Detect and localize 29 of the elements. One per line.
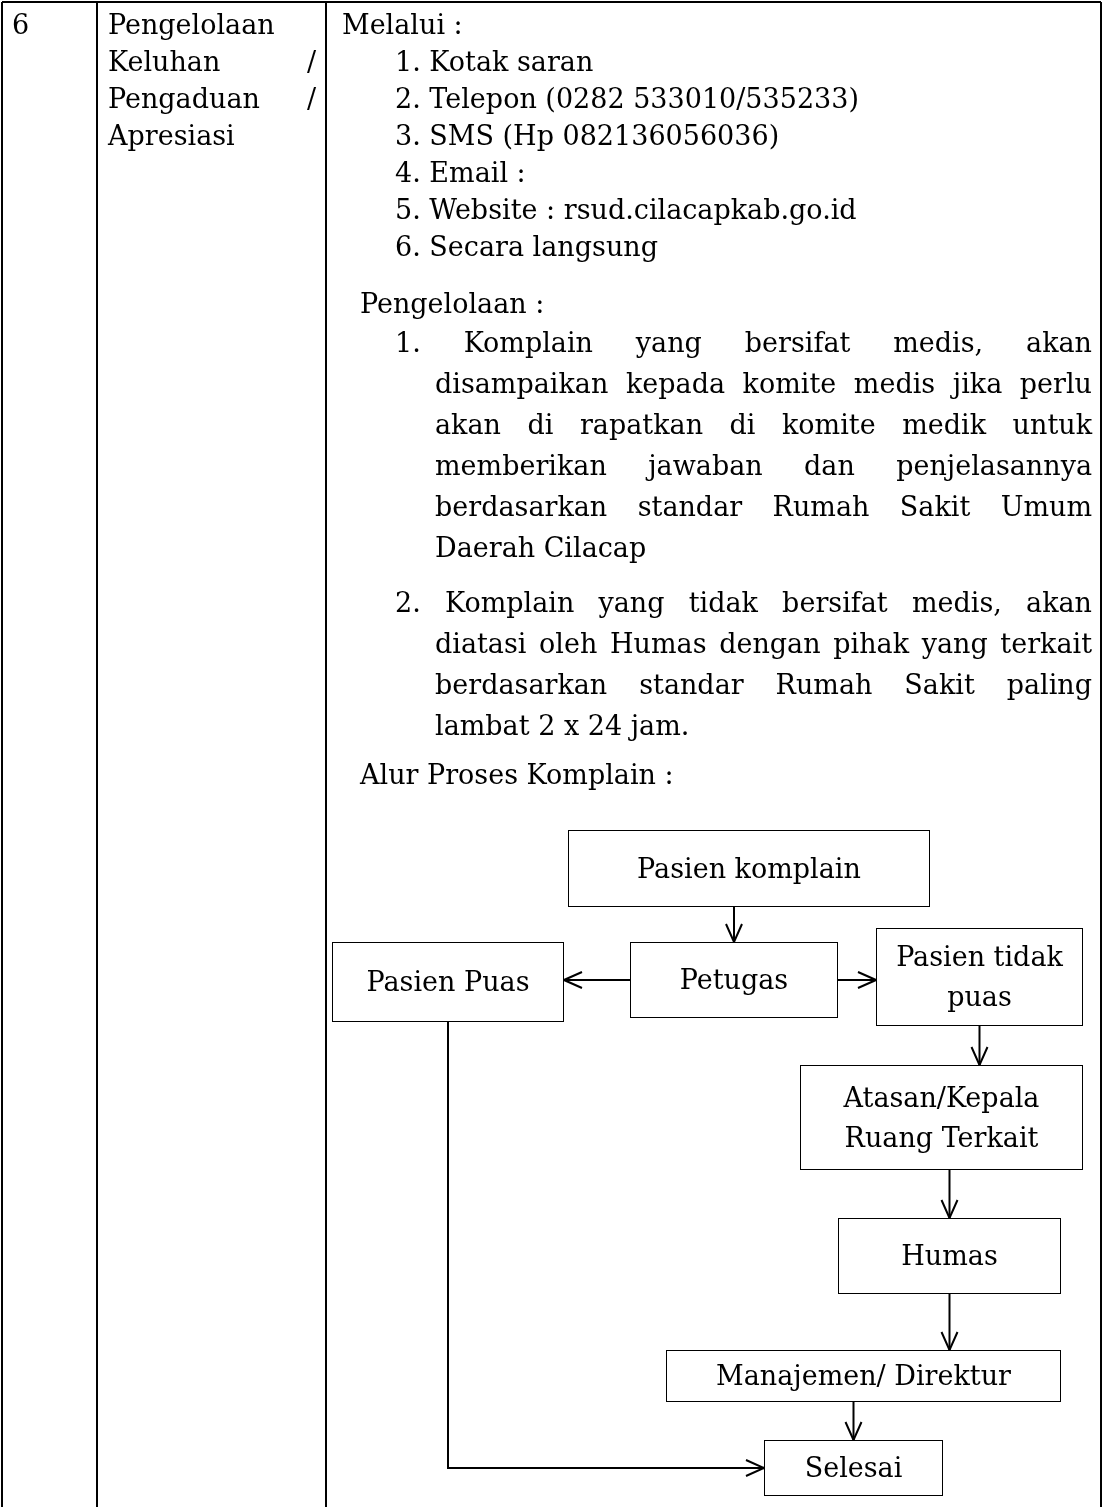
list-item: 1. Kotak saran — [395, 45, 595, 79]
process-box: Selesai — [764, 1440, 943, 1496]
arrow — [563, 971, 631, 989]
paragraph: 2. Komplain yang tidak bersifat medis, akan diatasi oleh Humas dengan pihak yang terkait berdasarkan standar Rumah Sakit paling lambat 2 x 24 jam. — [395, 586, 1092, 743]
arrow — [837, 971, 877, 989]
row-number: 6 — [12, 8, 30, 42]
section-heading: Melalui : — [342, 8, 463, 42]
arrow — [940, 1169, 959, 1219]
category-label: Pengelolaan Keluhan / Pengaduan / Apresiasi — [108, 8, 316, 153]
list-item: 6. Secara langsung — [395, 230, 659, 264]
paragraph: 1. Komplain yang bersifat medis, akan disampaikan kepada komite medis jika perlu akan di rapatkan di komite medik untuk memberikan jawaban dan penjelasannya berdasarkan standar Rumah Sakit Umum Daerah Cilacap — [395, 326, 1092, 565]
list-item: 4. Email : — [395, 156, 527, 190]
arrow — [725, 906, 743, 943]
process-box: Atasan/Kepala Ruang Terkait — [800, 1065, 1083, 1170]
process-box: Pasien komplain — [568, 830, 930, 907]
process-box: Petugas — [630, 942, 838, 1018]
arrow — [844, 1401, 863, 1441]
list-item: 3. SMS (Hp 082136056036) — [395, 119, 781, 153]
list-item: 5. Website : rsud.cilacapkab.go.id — [395, 193, 858, 227]
arrow — [970, 1025, 989, 1066]
process-box: Pasien tidak puas — [876, 928, 1083, 1026]
section-heading: Pengelolaan : — [360, 287, 545, 321]
arrow — [940, 1293, 959, 1351]
process-box: Manajemen/ Direktur — [666, 1350, 1061, 1402]
section-heading: Alur Proses Komplain : — [360, 758, 674, 792]
process-box: Pasien Puas — [332, 942, 564, 1022]
arrow — [447, 1021, 765, 1477]
process-box: Humas — [838, 1218, 1061, 1294]
list-item: 2. Telepon (0282 533010/535233) — [395, 82, 860, 116]
